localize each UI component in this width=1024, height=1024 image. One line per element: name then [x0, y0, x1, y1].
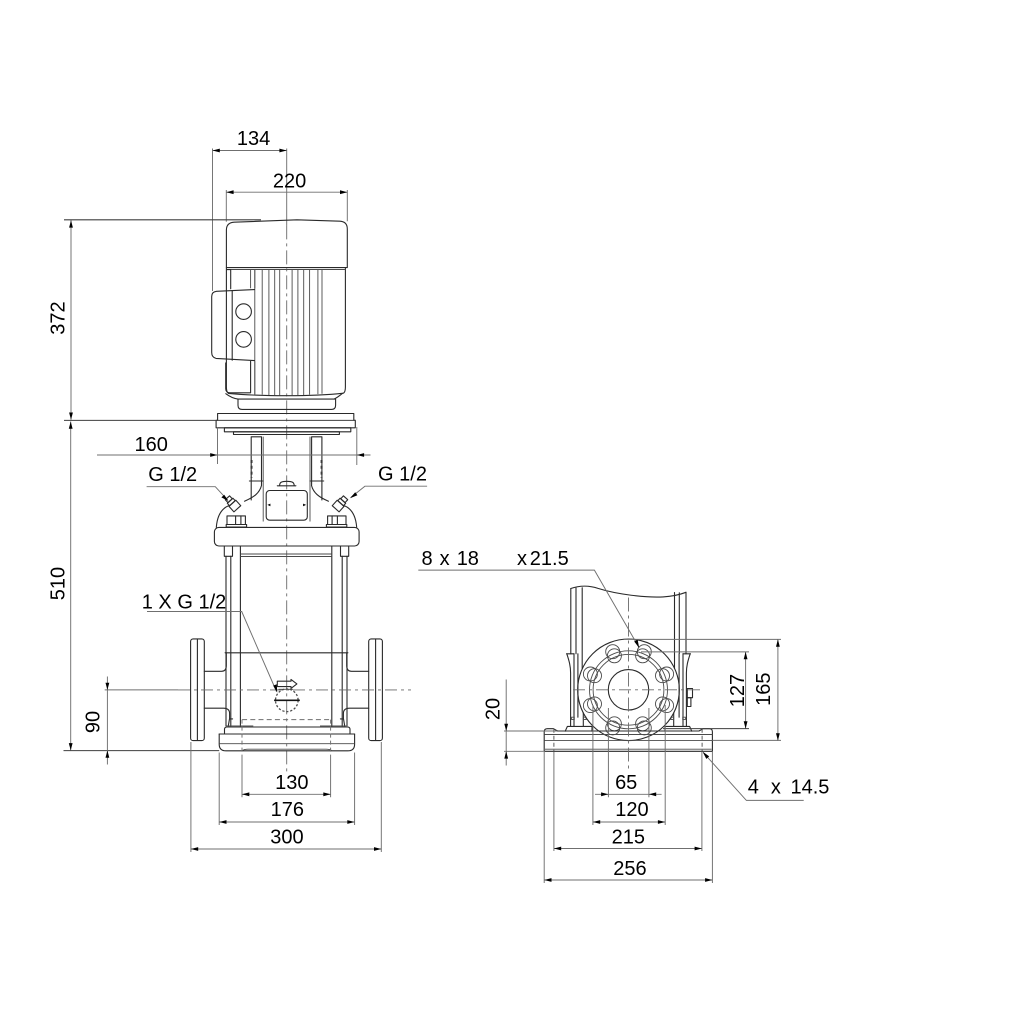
svg-text:G 1/2: G 1/2 [378, 464, 427, 486]
svg-text:160: 160 [135, 434, 168, 456]
svg-text:220: 220 [273, 171, 306, 193]
svg-text:4: 4 [748, 777, 759, 799]
svg-text:20: 20 [483, 698, 505, 720]
svg-text:176: 176 [271, 799, 304, 821]
svg-text:18: 18 [457, 548, 479, 570]
svg-text:120: 120 [615, 799, 648, 821]
svg-text:300: 300 [270, 826, 303, 848]
svg-text:8: 8 [422, 548, 433, 570]
svg-text:510: 510 [48, 567, 70, 600]
svg-text:165: 165 [753, 673, 775, 706]
svg-text:x: x [517, 548, 527, 570]
svg-text:65: 65 [615, 772, 637, 794]
svg-text:130: 130 [275, 772, 308, 794]
svg-text:90: 90 [82, 711, 104, 733]
svg-text:256: 256 [613, 858, 646, 880]
svg-text:372: 372 [48, 301, 70, 334]
svg-text:x: x [440, 548, 450, 570]
svg-text:134: 134 [237, 128, 270, 150]
svg-text:1 X G 1/2: 1 X G 1/2 [142, 592, 227, 614]
svg-text:14.5: 14.5 [791, 777, 830, 799]
svg-text:127: 127 [727, 674, 749, 707]
svg-text:215: 215 [612, 826, 645, 848]
svg-text:G 1/2: G 1/2 [148, 464, 197, 486]
svg-text:x: x [771, 777, 781, 799]
svg-text:21.5: 21.5 [530, 548, 569, 570]
